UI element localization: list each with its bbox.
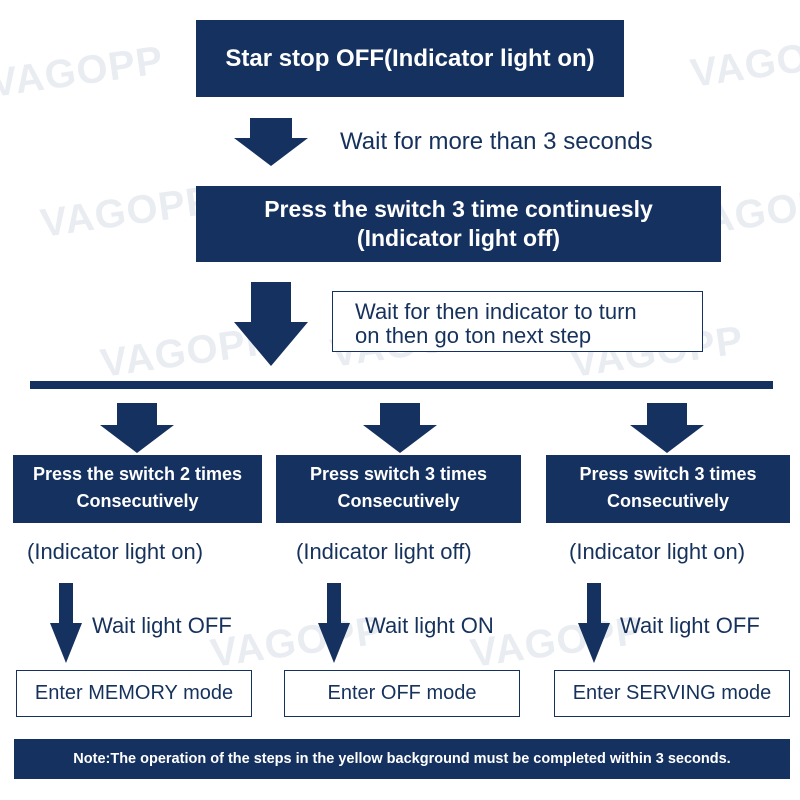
wait-3-seconds-label: Wait for more than 3 seconds — [340, 128, 653, 155]
enter-off-mode-box: Enter OFF mode — [284, 670, 520, 717]
branch-title-line1: Press switch 3 times — [579, 464, 757, 484]
branch-wait-label: Wait light OFF — [620, 613, 760, 638]
branch-divider — [30, 381, 773, 389]
branch-title-line2: Consecutively — [606, 491, 730, 511]
branch-title-line1: Press the switch 2 times — [32, 464, 243, 484]
wait-indicator-note-box: Wait for then indicator to turn on then … — [332, 291, 703, 352]
start-step-box: Star stop OFF(Indicator light on) — [196, 20, 624, 97]
watermark: VAGOPP — [207, 608, 387, 676]
down-arrow-icon — [318, 583, 350, 663]
branch-off-box: Press switch 3 times Consecutively — [276, 455, 521, 523]
down-arrow-icon — [50, 583, 82, 663]
branch-indicator-label: (Indicator light on) — [569, 539, 746, 564]
watermark: VAGOPP — [0, 38, 167, 106]
watermark: VAGOPP — [687, 28, 800, 96]
down-arrow-icon — [630, 403, 704, 453]
down-arrow-icon — [234, 118, 308, 166]
branch-indicator-label: (Indicator light off) — [296, 539, 472, 564]
watermark: VAGOPP — [37, 178, 217, 246]
press-3-times-box: Press the switch 3 time continuesly (Ind… — [196, 186, 721, 262]
enter-memory-mode-box: Enter MEMORY mode — [16, 670, 252, 717]
branch-title-line1: Press switch 3 times — [309, 464, 488, 484]
down-arrow-icon — [363, 403, 437, 453]
branch-wait-label: Wait light OFF — [92, 613, 232, 638]
branch-title-line2: Consecutively — [337, 491, 460, 511]
branch-title-line2: Consecutively — [76, 491, 199, 511]
wait-indicator-line2: on then go ton next step — [355, 323, 592, 348]
branch-memory-box: Press the switch 2 times Consecutively — [13, 455, 262, 523]
down-arrow-icon — [578, 583, 610, 663]
down-arrow-icon — [100, 403, 174, 453]
branch-indicator-label: (Indicator light on) — [27, 539, 204, 564]
branch-wait-label: Wait light ON — [365, 613, 494, 638]
wait-indicator-line1: Wait for then indicator to turn — [355, 299, 637, 324]
branch-serving-box: Press switch 3 times Consecutively — [546, 455, 790, 523]
enter-serving-mode-box: Enter SERVING mode — [554, 670, 790, 717]
press-3-times-line1: Press the switch 3 time continuesly — [264, 196, 653, 222]
note-bar: Note:The operation of the steps in the y… — [14, 739, 790, 779]
press-3-times-line2: (Indicator light off) — [356, 225, 561, 251]
down-arrow-icon — [234, 282, 308, 366]
